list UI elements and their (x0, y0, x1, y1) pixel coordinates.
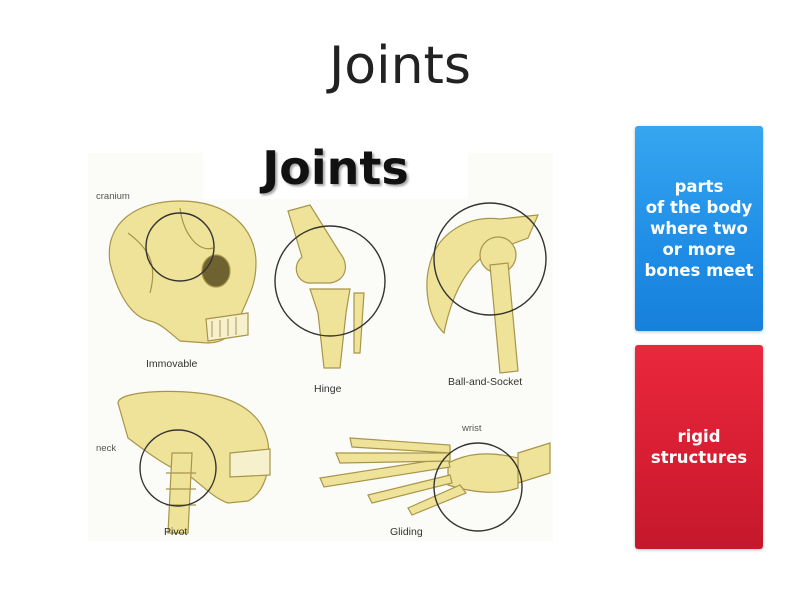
answer-card-definition[interactable]: parts of the body where two or more bone… (635, 126, 763, 331)
neck-skull-drawing (117, 390, 271, 534)
label-gliding: Gliding (390, 526, 423, 538)
joints-illustration: Joints cranium Immovable Hinge Ball-and-… (88, 137, 553, 541)
illustration-heading: Joints (203, 137, 468, 199)
label-pivot: Pivot (164, 526, 188, 538)
label-hinge: Hinge (314, 383, 342, 395)
answer-card-rigid-structures[interactable]: rigid structures (635, 345, 763, 549)
label-ball-and-socket: Ball-and-Socket (448, 376, 523, 388)
joints-drawing (108, 200, 551, 534)
gliding-joint-circle (433, 442, 523, 532)
answer-card-rigid-structures-text: rigid structures (650, 427, 748, 467)
label-neck: neck (96, 443, 117, 454)
answer-card-definition-text: parts of the body where two or more bone… (644, 177, 754, 280)
ball-socket-joint-circle (433, 202, 547, 316)
hand-drawing (319, 437, 551, 516)
label-cranium: cranium (96, 191, 130, 202)
pivot-joint-circle (139, 429, 217, 507)
label-immovable: Immovable (146, 358, 198, 370)
knee-drawing (287, 204, 365, 369)
shoulder-drawing (426, 214, 539, 374)
label-wrist: wrist (462, 423, 482, 434)
immovable-joint-circle (145, 212, 215, 282)
hinge-joint-circle (274, 225, 386, 337)
skull-drawing (108, 200, 257, 344)
page-title: Joints (328, 36, 472, 96)
